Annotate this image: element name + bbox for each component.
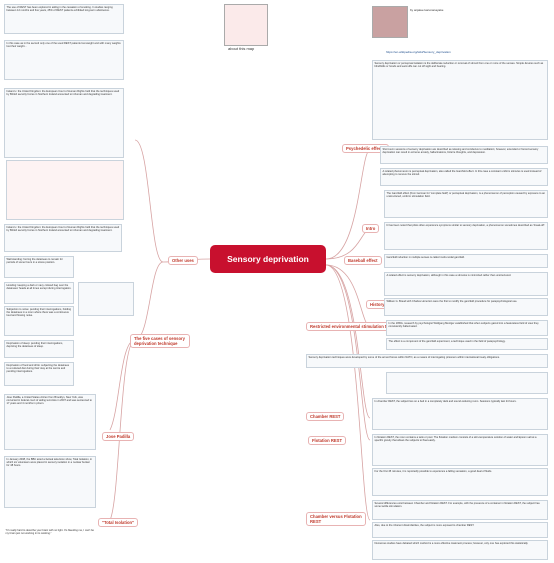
note-food: Deprivation of food and drink: subjectin… bbox=[4, 362, 74, 386]
note-multi-modal: Ganzfeld induction in multiple senses is… bbox=[384, 254, 548, 268]
branch-flotation[interactable]: Flotation REST bbox=[308, 436, 347, 445]
note-europe: Ireland v. the United Kingdom: the Europ… bbox=[4, 88, 124, 158]
link-top bbox=[134, 139, 164, 263]
note-quote: "It's really hard to describe your brain… bbox=[5, 529, 94, 536]
note-pilots: It has been noted that pilots often expe… bbox=[384, 222, 548, 250]
note-component: The effect is a component of the ganzfel… bbox=[386, 338, 548, 350]
branch-five-cases[interactable]: The five cases of sensory deprivation te… bbox=[130, 334, 190, 348]
branch-chamber-vs-flotation[interactable]: Chamber versus Flotation REST bbox=[306, 512, 366, 526]
central-topic[interactable]: Sensory deprivation bbox=[210, 245, 326, 273]
note-vs-dissimilar: Also, due to the inherent dissimilaritie… bbox=[372, 522, 548, 538]
link-chamber bbox=[325, 264, 371, 419]
note-smoking: The use of REST has been explored in aid… bbox=[4, 4, 124, 34]
source-link[interactable]: https://en.wikipedia.org/wiki/Sensory_de… bbox=[386, 50, 451, 54]
branch-baseball[interactable]: Baseball effect bbox=[344, 256, 382, 265]
note-metzger: In the 1950s, research by psychologist W… bbox=[386, 320, 548, 336]
note-weight: In this case as in the second only one o… bbox=[4, 40, 124, 80]
link-psychedelic bbox=[325, 149, 371, 260]
note-vs-studies: Numerous studies have debated which meth… bbox=[372, 540, 548, 560]
banner-image bbox=[372, 6, 408, 38]
note-flotation: In flotation REST, the room contains a t… bbox=[372, 434, 548, 466]
branch-total-isolation[interactable]: "Total Isolation" bbox=[98, 518, 139, 527]
note-intro-ganzfeld: A related phenomenon is perceptual depri… bbox=[380, 168, 548, 186]
note-chamber: In chamber REST, the subject lies on a b… bbox=[372, 398, 548, 430]
about-label[interactable]: about this map bbox=[228, 46, 255, 51]
link-padilla bbox=[109, 339, 136, 431]
note-rest-techniques: Sensory deprivation techniques were deve… bbox=[306, 354, 548, 368]
map-thumbnail[interactable] bbox=[224, 4, 268, 46]
branch-jose-padilla[interactable]: Jose Padilla bbox=[102, 432, 135, 441]
note-total-isolation: In January 2008, the BBC aired a factual… bbox=[4, 456, 96, 508]
note-related-effect: A related effect is sensory deprivation,… bbox=[384, 272, 548, 296]
link-vs bbox=[325, 264, 371, 521]
note-ireland-court: Ireland v. the United Kingdom: the Europ… bbox=[4, 224, 122, 252]
note-ganzfeld-definition: The Ganzfeld effect (from German for 'co… bbox=[384, 190, 548, 218]
author-label: by anjalee karunanayake bbox=[410, 8, 444, 12]
branch-other-uses[interactable]: Other uses bbox=[168, 256, 198, 265]
note-noise: Subjection to noise: pending their inter… bbox=[4, 306, 74, 336]
link-five bbox=[134, 261, 164, 341]
note-intro-short-term: Short-term sessions of sensory deprivati… bbox=[380, 146, 548, 164]
branch-intro[interactable]: Intro bbox=[362, 224, 380, 233]
note-hooding: Hooding: keeping a dark or navy colored … bbox=[4, 282, 74, 304]
link-intro bbox=[325, 229, 371, 260]
note-padilla: Jose Padilla, a United States citizen fr… bbox=[4, 394, 96, 450]
note-also-known bbox=[78, 282, 134, 316]
link-flotation bbox=[325, 264, 371, 441]
note-braud: William G. Braud with Charles Honorton w… bbox=[384, 298, 548, 316]
note-vs-differences: Several differences exist between Chambe… bbox=[372, 500, 548, 520]
note-rest-extra bbox=[386, 372, 548, 394]
note-flotation-falling: For the first 45 minutes, it is reported… bbox=[372, 468, 548, 496]
note-wall-standing: Wall standing: forcing the detainees to … bbox=[4, 256, 74, 278]
branch-chamber[interactable]: Chamber REST bbox=[306, 412, 345, 421]
note-psychedelic: Sensory deprivation or perceptual isolat… bbox=[372, 60, 548, 140]
note-sleep: Deprivation of sleep: pending their inte… bbox=[4, 340, 74, 358]
note-pink-box bbox=[6, 160, 124, 220]
